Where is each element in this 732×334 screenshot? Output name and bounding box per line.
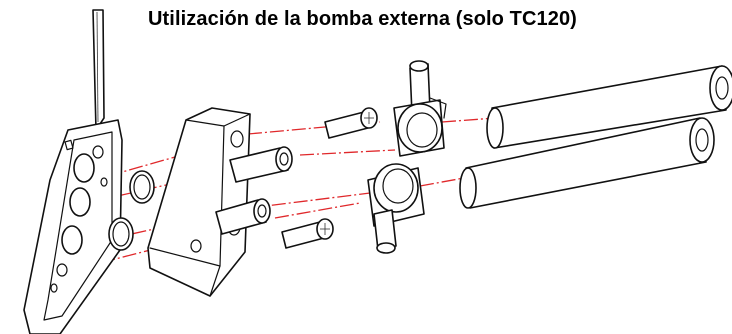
elbow-connector-icon xyxy=(393,60,447,157)
diagram-title: Utilización de la bomba externa (solo TC… xyxy=(148,8,577,30)
guide-line-mid-2 xyxy=(299,149,396,156)
instrument-body-icon xyxy=(23,9,123,334)
o-ring-icon xyxy=(129,170,155,204)
screw-icon xyxy=(324,107,378,139)
guide-line-lower-2 xyxy=(249,192,371,209)
guide-line-bottom-2 xyxy=(274,202,361,219)
screw-icon xyxy=(281,218,334,249)
elbow-connector-icon xyxy=(367,163,425,254)
tube-icon xyxy=(486,65,732,149)
pump-adapter-block-icon xyxy=(147,107,293,297)
guide-line-upper-3 xyxy=(441,117,496,123)
o-ring-icon xyxy=(108,217,134,251)
tube-icon xyxy=(459,117,715,209)
